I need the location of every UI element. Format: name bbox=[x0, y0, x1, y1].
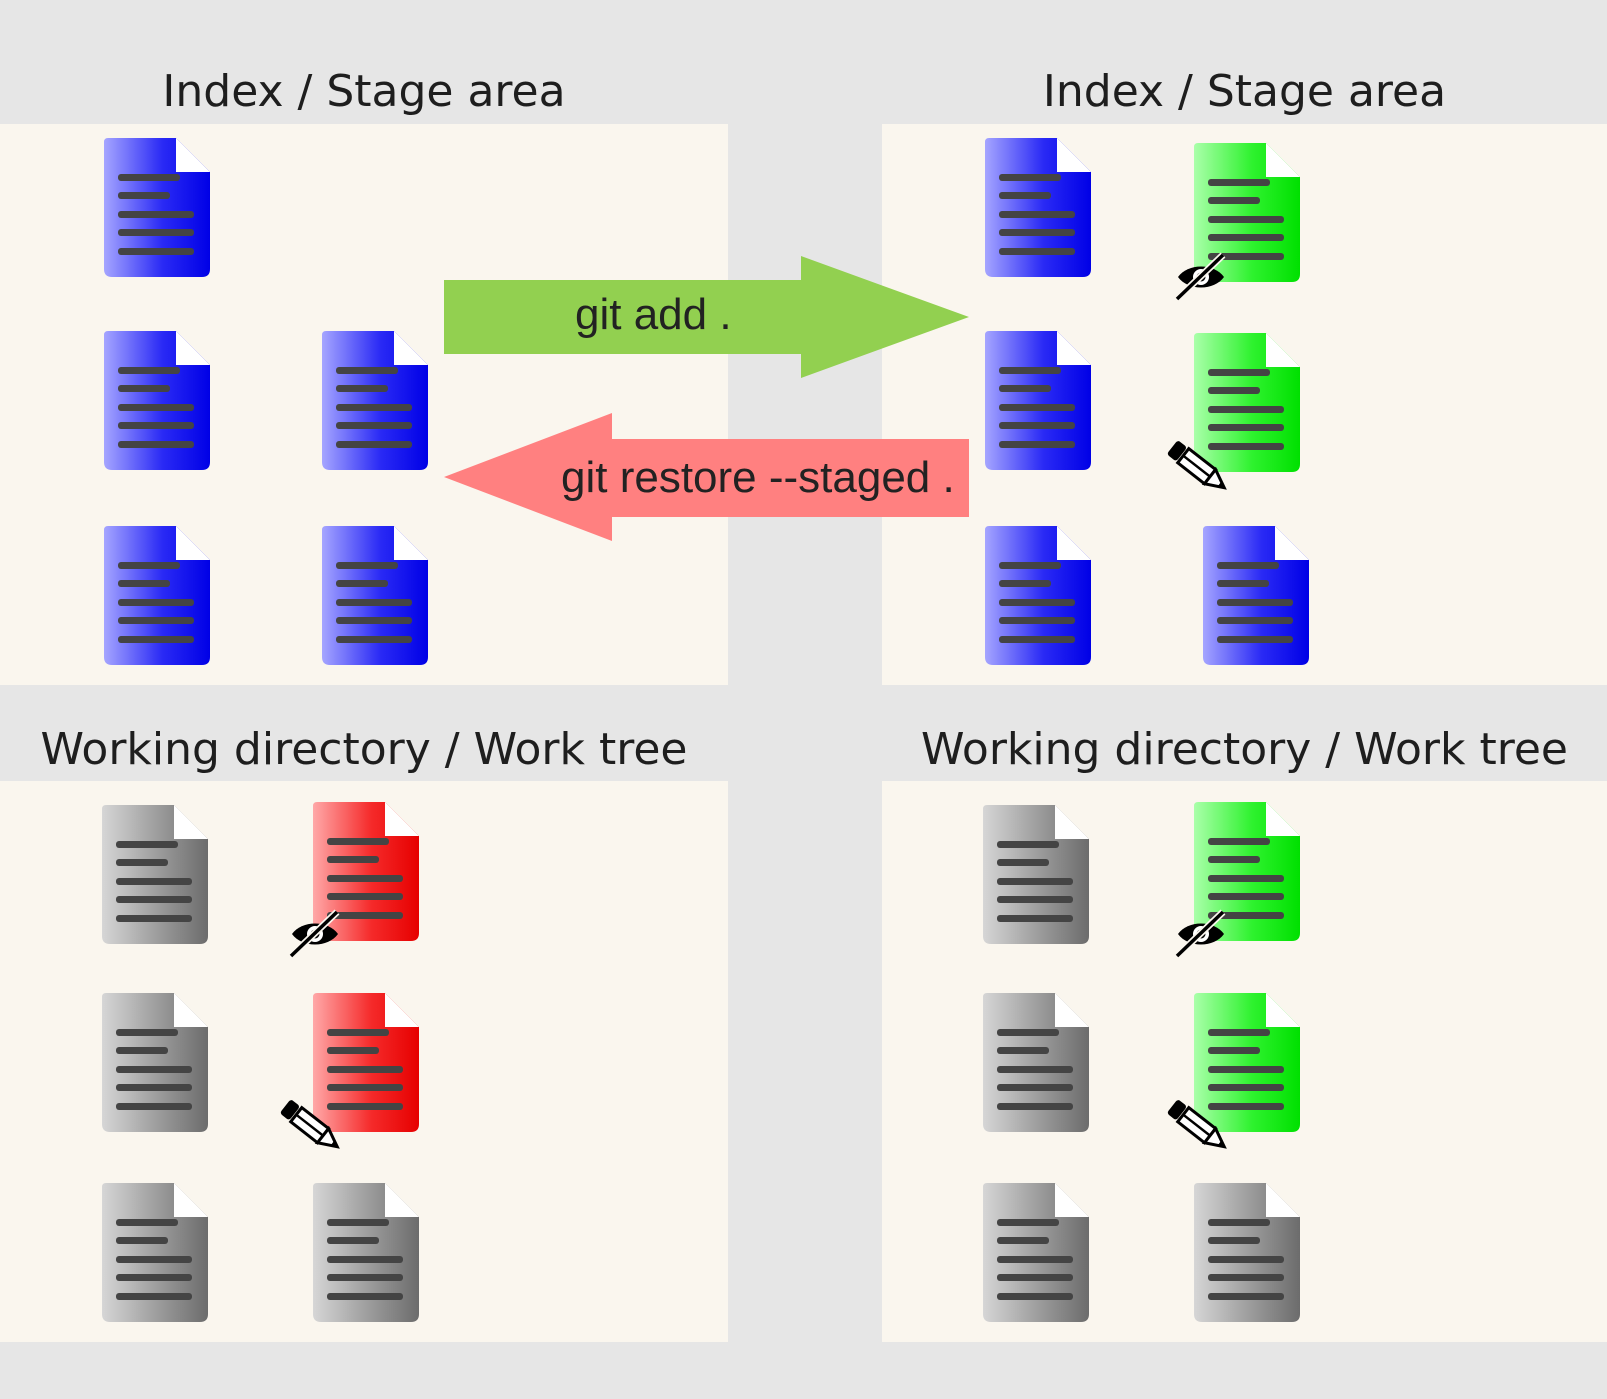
git-add-label: git add . bbox=[575, 290, 732, 339]
git-restore-staged-arrow bbox=[444, 413, 969, 541]
eye-slash-icon bbox=[1174, 252, 1226, 302]
unchanged-file-icon bbox=[102, 1183, 208, 1322]
staged-file-icon bbox=[104, 138, 210, 277]
staged-file-icon bbox=[322, 526, 428, 665]
unchanged-file-icon bbox=[102, 805, 208, 944]
staged-file-icon bbox=[985, 526, 1091, 665]
eye-slash-icon bbox=[288, 909, 340, 959]
modified-file-icon bbox=[1194, 993, 1300, 1132]
git-add-arrow bbox=[444, 256, 969, 378]
unchanged-file-icon bbox=[983, 805, 1089, 944]
unchanged-file-icon bbox=[983, 993, 1089, 1132]
left-worktree-title: Working directory / Work tree bbox=[40, 724, 688, 775]
staged-file-icon bbox=[104, 526, 210, 665]
staged-file-icon bbox=[1203, 526, 1309, 665]
unchanged-file-icon bbox=[983, 1183, 1089, 1322]
right-index-title: Index / Stage area bbox=[1042, 66, 1447, 117]
staged-file-icon bbox=[985, 331, 1091, 470]
unchanged-file-icon bbox=[313, 1183, 419, 1322]
git-restore-staged-label: git restore --staged . bbox=[561, 453, 955, 502]
pencil-icon bbox=[280, 1100, 340, 1149]
git-restore-arrow-shape bbox=[444, 413, 969, 541]
pencil-icon bbox=[1167, 1100, 1227, 1149]
eye-slash-icon bbox=[1174, 909, 1226, 959]
unchanged-file-icon bbox=[1194, 1183, 1300, 1322]
new-staged-file-icon bbox=[1194, 143, 1300, 282]
pencil-icon bbox=[1167, 441, 1227, 490]
modified-file-icon bbox=[313, 993, 419, 1132]
staged-file-icon bbox=[322, 331, 428, 470]
staged-file-icon bbox=[985, 138, 1091, 277]
untracked-file-icon bbox=[313, 802, 419, 941]
git-add-arrow-shape bbox=[444, 256, 969, 378]
staged-file-icon bbox=[104, 331, 210, 470]
new-file-icon bbox=[1194, 802, 1300, 941]
modified-staged-file-icon bbox=[1194, 333, 1300, 472]
unchanged-file-icon bbox=[102, 993, 208, 1132]
right-worktree-title: Working directory / Work tree bbox=[920, 724, 1568, 775]
left-index-title: Index / Stage area bbox=[162, 66, 566, 117]
